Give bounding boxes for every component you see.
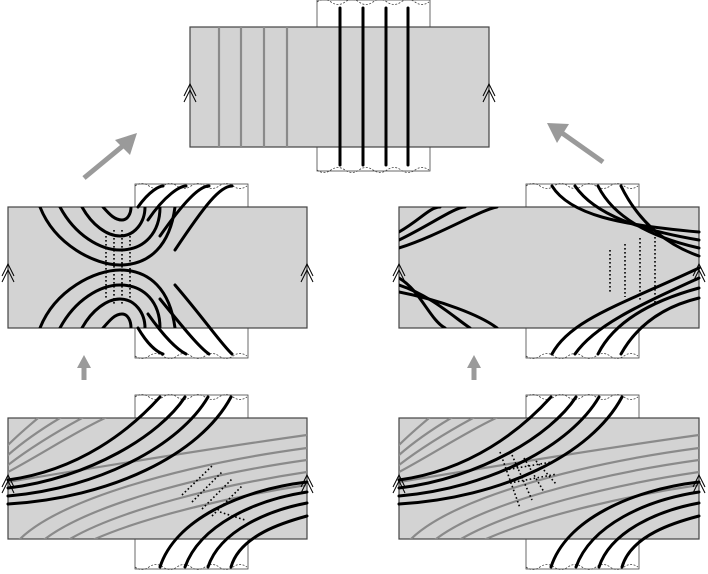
top-flap-lower bbox=[316, 146, 431, 172]
panel-middle-right bbox=[392, 183, 706, 359]
top-flap-upper bbox=[316, 0, 431, 28]
mr-flap-upper-edge bbox=[525, 183, 639, 189]
bl-right-edge-marker bbox=[300, 473, 314, 494]
ml-upper-arcs bbox=[38, 207, 177, 267]
panel-top bbox=[183, 0, 496, 173]
mr-left-arcs bbox=[399, 207, 499, 328]
ml-flap-lower-edge bbox=[134, 353, 248, 359]
arrow-bottom-right-to-middle-right bbox=[467, 355, 481, 380]
ml-left-edge-marker bbox=[1, 262, 15, 283]
br-flap-upper-edge bbox=[525, 394, 639, 400]
ml-dotted-links bbox=[105, 230, 131, 305]
br-flap-lower-edge bbox=[525, 564, 639, 570]
mr-right-edge-marker bbox=[692, 262, 706, 283]
br-dark-curves bbox=[397, 395, 701, 569]
bl-dark-curves bbox=[6, 395, 309, 569]
bl-dotted-links bbox=[181, 464, 246, 521]
panel-bottom-left bbox=[1, 394, 314, 570]
arrow-middle-right-to-top bbox=[547, 123, 605, 165]
mr-right-arcs bbox=[550, 184, 701, 356]
mr-left-edge-marker bbox=[392, 262, 406, 283]
bl-left-edge-marker bbox=[1, 473, 15, 494]
br-right-edge-marker bbox=[692, 473, 706, 494]
top-strands bbox=[217, 27, 289, 147]
arrow-middle-left-to-top bbox=[82, 133, 137, 180]
ml-right-edge-marker bbox=[300, 262, 314, 283]
bl-flap-upper-edge bbox=[134, 394, 248, 400]
ml-flap-upper-edge bbox=[134, 183, 248, 189]
bl-flap-lower-edge bbox=[134, 564, 248, 570]
top-left-edge-marker bbox=[183, 82, 197, 103]
top-dark-strands bbox=[338, 6, 410, 167]
mr-flap-lower-edge bbox=[525, 353, 639, 359]
panel-middle-left bbox=[1, 183, 314, 359]
br-left-edge-marker bbox=[392, 473, 406, 494]
top-flap-upper-edge bbox=[316, 0, 430, 5]
mr-dotted-links bbox=[609, 233, 656, 303]
br-flap-lower bbox=[525, 538, 640, 570]
ml-lower-arcs bbox=[38, 268, 177, 328]
ml-outer-arcs bbox=[136, 184, 234, 356]
top-flap-lower-edge bbox=[316, 167, 430, 173]
top-right-edge-marker bbox=[482, 82, 496, 103]
br-light-curves bbox=[399, 418, 699, 539]
panel-bottom-right bbox=[392, 394, 706, 570]
bl-light-curves bbox=[8, 418, 307, 539]
arrow-bottom-left-to-middle-left bbox=[77, 355, 91, 380]
br-dotted-links bbox=[499, 451, 558, 509]
